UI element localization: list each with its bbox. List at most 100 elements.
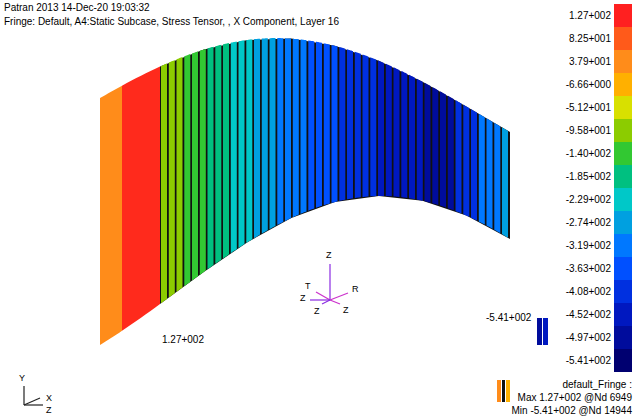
axis-line bbox=[329, 264, 330, 300]
element-patch bbox=[506, 380, 510, 402]
element-strip bbox=[161, 63, 167, 303]
element-strip bbox=[417, 79, 423, 201]
element-strip bbox=[184, 54, 190, 286]
element-strip bbox=[177, 57, 183, 292]
element-strip bbox=[463, 105, 469, 217]
element-strip bbox=[239, 40, 245, 248]
element-strip bbox=[316, 42, 322, 208]
color-swatch bbox=[614, 257, 632, 280]
legend-value: 3.79+001 bbox=[569, 56, 611, 68]
axis-label: Z bbox=[314, 306, 320, 317]
axis-line bbox=[310, 299, 330, 300]
color-swatch bbox=[614, 326, 632, 349]
legend-value: -9.58+001 bbox=[566, 125, 611, 137]
legend-value: -5.12+001 bbox=[566, 102, 611, 114]
axis-line bbox=[24, 404, 43, 405]
element-strip bbox=[494, 123, 500, 233]
fringe-info: default_Fringe : bbox=[563, 379, 633, 391]
element-strip bbox=[332, 45, 338, 203]
legend-value: -1.85+002 bbox=[566, 171, 611, 183]
element-strip bbox=[200, 49, 206, 275]
element-strip bbox=[270, 38, 276, 229]
color-swatch bbox=[614, 280, 632, 303]
element-patch bbox=[497, 380, 501, 402]
element-strip bbox=[347, 49, 353, 199]
element-strip bbox=[208, 47, 214, 270]
legend-value: -4.52+002 bbox=[566, 309, 611, 321]
legend-value: -4.97+002 bbox=[566, 332, 611, 344]
element-strip bbox=[301, 40, 307, 214]
element-strip bbox=[285, 38, 291, 221]
axis-label: X bbox=[46, 393, 52, 404]
element-strip bbox=[425, 83, 431, 203]
axis-label: Y bbox=[19, 373, 25, 384]
element-strip bbox=[215, 45, 221, 264]
element-strip bbox=[254, 39, 260, 239]
color-swatch bbox=[614, 303, 632, 326]
axis-label: Z bbox=[46, 405, 52, 416]
legend-value: -2.74+002 bbox=[566, 217, 611, 229]
element-strip bbox=[231, 42, 237, 254]
element-patch bbox=[502, 380, 505, 402]
color-swatch bbox=[614, 234, 632, 257]
plot-header: Fringe: Default, A4:Static Subcase, Stre… bbox=[4, 16, 339, 28]
legend-value: -3.63+002 bbox=[566, 263, 611, 275]
value-marker: 1.27+002 bbox=[162, 334, 204, 346]
color-swatch bbox=[614, 50, 632, 73]
legend-value: 1.27+002 bbox=[569, 10, 611, 22]
axis-label: Z bbox=[300, 293, 306, 304]
color-swatch bbox=[614, 142, 632, 165]
element-strip bbox=[409, 75, 415, 200]
element-strip bbox=[169, 60, 175, 298]
color-swatch bbox=[614, 211, 632, 234]
panel-red bbox=[122, 67, 160, 331]
legend-value: -4.08+002 bbox=[566, 286, 611, 298]
legend-value: -6.66+000 bbox=[566, 79, 611, 91]
axis-line bbox=[316, 292, 330, 300]
element-strip bbox=[432, 87, 438, 205]
axis-label: Z bbox=[326, 250, 332, 261]
fringe-info: Min -5.41+002 @Nd 14944 bbox=[511, 405, 632, 417]
color-swatch bbox=[614, 119, 632, 142]
axis-line bbox=[24, 398, 40, 405]
element-strip bbox=[401, 71, 407, 198]
color-swatch bbox=[614, 4, 632, 27]
element-strip bbox=[448, 96, 454, 211]
color-swatch bbox=[614, 188, 632, 211]
element-patch bbox=[537, 318, 542, 345]
element-strip bbox=[223, 43, 229, 258]
element-strip bbox=[386, 64, 392, 197]
element-strip bbox=[192, 51, 198, 280]
element-strip bbox=[440, 91, 446, 207]
element-strip bbox=[246, 39, 252, 243]
element-patch bbox=[543, 318, 548, 345]
element-strip bbox=[293, 39, 299, 218]
element-strip bbox=[363, 54, 369, 197]
element-strip bbox=[479, 114, 485, 225]
element-strip bbox=[324, 43, 330, 205]
band-shadow bbox=[160, 39, 510, 304]
axis-line bbox=[23, 386, 24, 405]
element-strip bbox=[487, 118, 493, 229]
element-strip bbox=[262, 38, 268, 233]
color-swatch bbox=[614, 73, 632, 96]
panel-orange bbox=[100, 86, 122, 345]
element-strip bbox=[394, 67, 400, 197]
legend-value: -3.19+002 bbox=[566, 240, 611, 252]
cylinder-model bbox=[100, 38, 510, 345]
fringe-info: Max 1.27+002 @Nd 6949 bbox=[518, 392, 632, 404]
color-swatch bbox=[614, 96, 632, 119]
axis-line bbox=[322, 300, 330, 304]
axis-line bbox=[330, 293, 348, 300]
plot-header: Patran 2013 14-Dec-20 19:03:32 bbox=[4, 2, 150, 14]
axis-label: Z bbox=[343, 305, 349, 316]
element-strip bbox=[502, 127, 508, 237]
value-marker: -5.41+002 bbox=[486, 312, 531, 324]
element-strip bbox=[378, 61, 384, 197]
legend-value: 8.25+001 bbox=[569, 33, 611, 45]
legend-value: -5.41+002 bbox=[566, 355, 611, 367]
color-swatch bbox=[614, 27, 632, 50]
axis-label: R bbox=[352, 284, 359, 295]
